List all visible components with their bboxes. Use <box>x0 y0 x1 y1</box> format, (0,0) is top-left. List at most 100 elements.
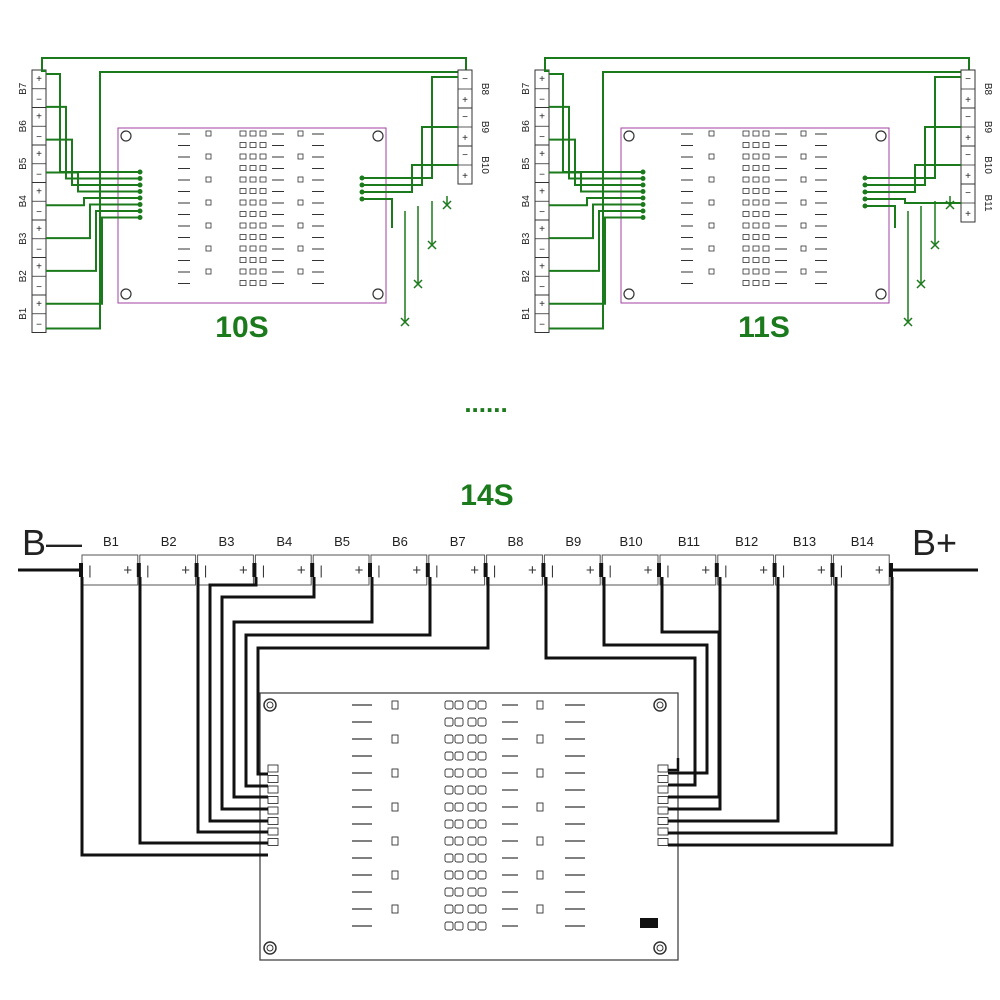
balance-wire <box>865 198 961 204</box>
capacitor <box>800 199 807 206</box>
component <box>444 768 454 778</box>
component <box>752 257 760 263</box>
plus-sign: + <box>123 562 132 579</box>
balance-wire <box>138 577 268 845</box>
cell-label-b4: B4 <box>521 195 532 208</box>
minus-sign: − <box>965 74 971 85</box>
component <box>742 234 750 240</box>
cell-label-b7: B7 <box>18 82 29 95</box>
minus-sign: | <box>782 563 785 578</box>
component <box>239 257 247 263</box>
plus-sign: + <box>701 562 710 579</box>
capacitor <box>297 268 304 275</box>
main-wire <box>46 71 466 330</box>
component <box>742 165 750 171</box>
pcb-board <box>259 692 679 961</box>
component <box>239 188 247 194</box>
component <box>762 268 770 275</box>
cell-junction <box>79 563 83 577</box>
ellipsis: ...... <box>464 388 507 418</box>
connector-pad <box>657 775 669 783</box>
component <box>752 153 760 160</box>
solder-pad <box>137 202 143 207</box>
component <box>752 130 760 137</box>
balance-wire <box>232 577 374 799</box>
component <box>444 751 454 761</box>
component <box>742 176 750 183</box>
plus-sign: + <box>470 562 479 579</box>
mounting-hole-inner <box>656 944 664 952</box>
solder-pad <box>640 215 646 220</box>
component <box>454 853 464 863</box>
connector-pad <box>267 785 279 794</box>
solder-pad <box>137 195 143 201</box>
capacitor <box>391 802 399 812</box>
component <box>762 222 770 229</box>
component <box>752 245 760 252</box>
component <box>454 904 464 914</box>
component <box>762 234 770 240</box>
capacitor <box>708 199 715 206</box>
component <box>742 211 750 217</box>
minus-sign: | <box>88 563 91 578</box>
component <box>249 268 257 275</box>
balance-wire <box>668 577 722 811</box>
plus-sign: + <box>239 562 248 579</box>
component <box>477 819 487 829</box>
component <box>454 870 464 880</box>
connector-pad <box>657 785 669 794</box>
component <box>239 142 247 148</box>
minus-sign: | <box>840 563 843 578</box>
unused-end-x <box>903 317 913 327</box>
solder-pad <box>137 189 143 194</box>
balance-wire <box>46 210 140 272</box>
capacitor <box>205 153 212 160</box>
pcb-board <box>117 127 387 304</box>
plus-sign: + <box>539 262 545 273</box>
solder-pad <box>137 215 143 220</box>
component <box>454 819 464 829</box>
balance-wire <box>549 171 643 193</box>
minus-sign: − <box>539 170 545 181</box>
minus-sign: | <box>320 563 323 578</box>
cell-label-b10: B10 <box>982 156 993 174</box>
capacitor <box>297 130 304 137</box>
cell-label-b6: B6 <box>392 534 408 549</box>
mounting-hole-inner <box>656 701 664 709</box>
cell-junction <box>310 563 315 577</box>
minus-sign: | <box>666 563 669 578</box>
capacitor <box>391 768 399 778</box>
plus-sign: + <box>539 112 545 123</box>
plus-sign: + <box>528 562 537 579</box>
cell-label-b6: B6 <box>521 120 532 133</box>
unused-end-x <box>945 200 955 210</box>
component <box>249 130 257 137</box>
component <box>249 211 257 217</box>
connector-pad <box>657 764 669 773</box>
minus-sign: − <box>539 245 545 256</box>
component <box>762 280 770 286</box>
minus-sign: − <box>539 95 545 106</box>
component <box>444 819 454 829</box>
plus-sign: + <box>412 562 421 579</box>
cell-junction <box>889 563 893 577</box>
capacitor <box>536 904 544 914</box>
component <box>454 751 464 761</box>
component <box>259 234 267 240</box>
cell-label-b6: B6 <box>18 120 29 133</box>
cell-junction <box>483 563 488 577</box>
unused-end-x <box>413 279 423 289</box>
balance-wire <box>46 73 140 173</box>
cell-label-b9: B9 <box>479 121 490 134</box>
component <box>752 165 760 171</box>
cell-label-b12: B12 <box>735 534 758 549</box>
plus-sign: + <box>539 299 545 310</box>
balance-wire <box>208 577 268 823</box>
capacitor <box>536 870 544 880</box>
component <box>467 887 477 897</box>
capacitor <box>536 734 544 744</box>
component <box>259 142 267 148</box>
component <box>477 751 487 761</box>
minus-sign: − <box>539 320 545 331</box>
component <box>752 222 760 229</box>
